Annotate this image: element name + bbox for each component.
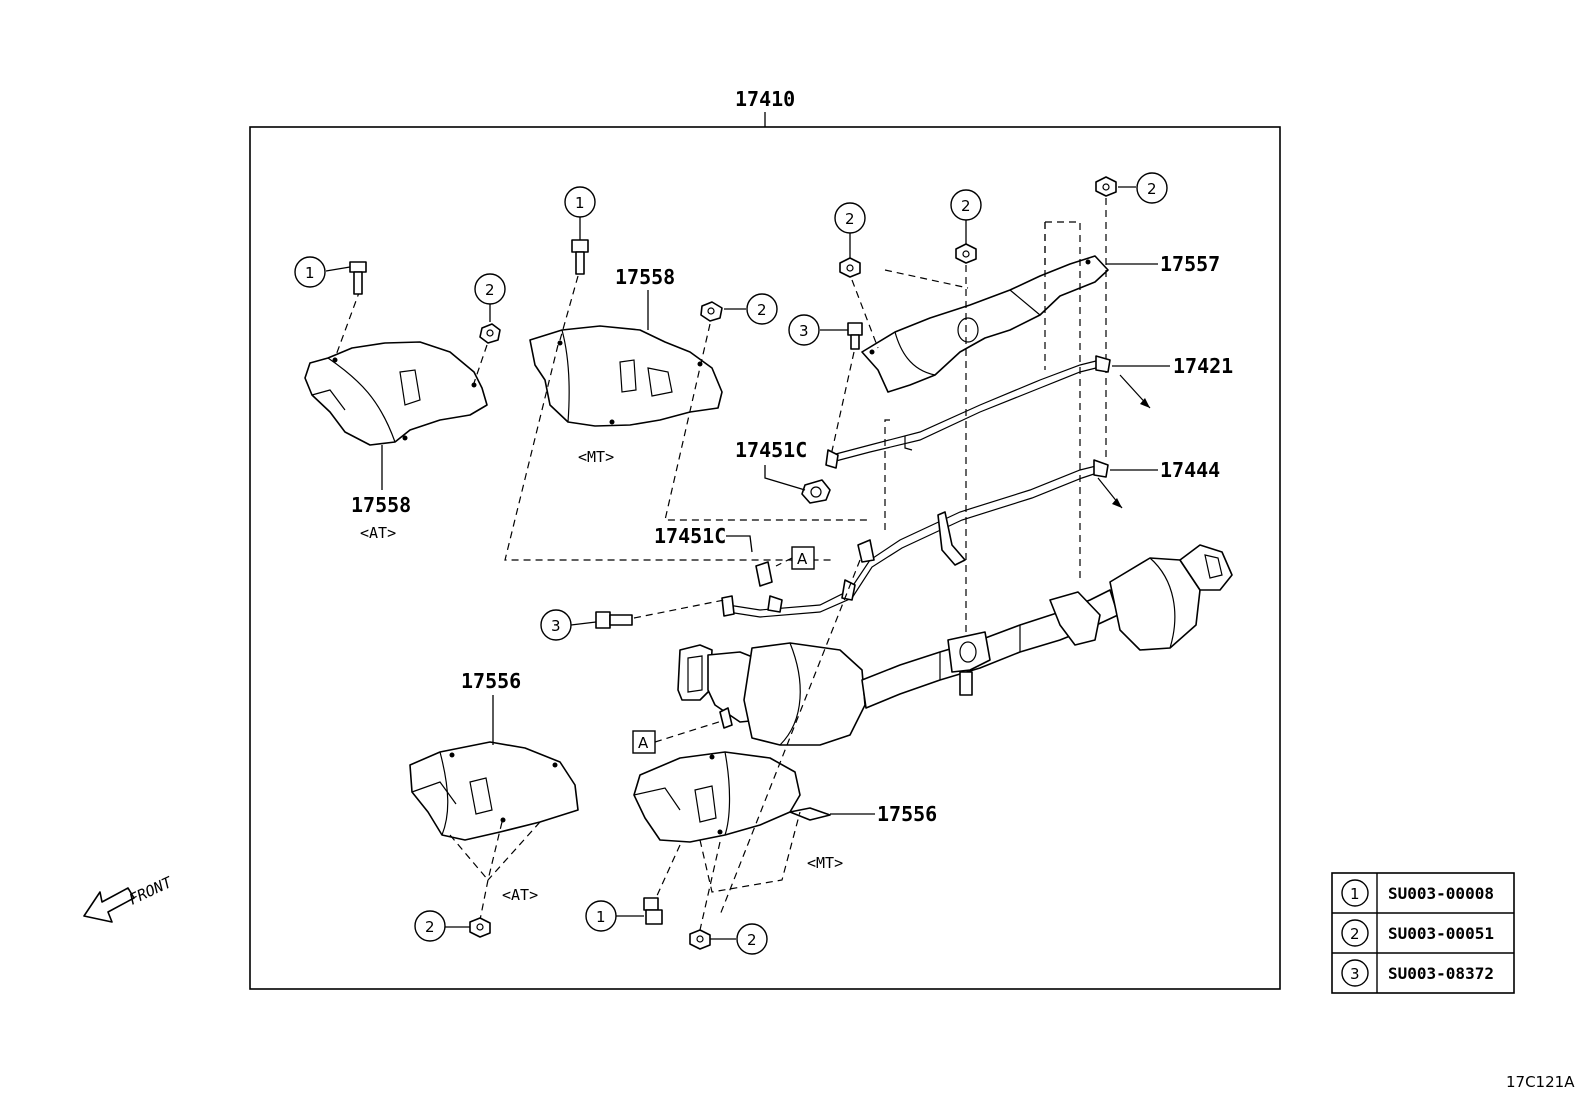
heat-insulator-mt-top: [529, 325, 723, 427]
legend-part-number: SU003-00008: [1388, 884, 1494, 903]
bolt-icon: [571, 239, 589, 275]
svg-text:1: 1: [1350, 885, 1360, 903]
label-17451c-lower: 17451C: [654, 524, 726, 548]
ref-box-a-lower: A: [632, 730, 656, 754]
svg-text:2: 2: [425, 918, 435, 936]
gasket-upper: [801, 479, 831, 504]
front-direction-arrow-icon: [83, 887, 135, 923]
svg-text:3: 3: [799, 322, 809, 340]
label-17451c-upper: 17451C: [735, 438, 807, 462]
svg-text:2: 2: [747, 931, 757, 949]
fastener-legend: 1 SU003-00008 2 SU003-00051 3 SU003-0837…: [1331, 872, 1515, 994]
svg-text:A: A: [797, 550, 808, 568]
label-17444: 17444: [1160, 458, 1220, 482]
svg-text:1: 1: [305, 264, 315, 282]
nut-icon: [1095, 176, 1117, 197]
bracket-upper: [825, 355, 1111, 469]
bolt-icon: [595, 611, 633, 629]
svg-text:2: 2: [1147, 180, 1157, 198]
bracket-lower: [721, 459, 1109, 618]
nut-icon: [469, 917, 491, 938]
label-17558-at: 17558: [351, 493, 411, 517]
heat-insulator-rear: [861, 255, 1109, 393]
legend-part-number: SU003-08372: [1388, 964, 1494, 983]
legend-row: 3 SU003-08372: [1341, 959, 1494, 987]
label-17556-at: 17556: [461, 669, 521, 693]
svg-text:2: 2: [485, 281, 495, 299]
label-17421: 17421: [1173, 354, 1233, 378]
assembly-frame: [249, 126, 1281, 990]
svg-text:3: 3: [551, 617, 561, 635]
heat-insulator-at-top: [304, 341, 488, 446]
svg-text:1: 1: [596, 908, 606, 926]
variant-at-bottom: <AT>: [502, 886, 538, 904]
svg-text:3: 3: [1350, 965, 1360, 983]
variant-at-top: <AT>: [360, 524, 396, 542]
front-label: FRONT: [126, 873, 175, 909]
svg-text:1: 1: [575, 194, 585, 212]
ref-callout-2: 2: [414, 910, 446, 942]
assembly-part-number: 17410: [735, 87, 795, 111]
label-17558-mt: 17558: [615, 265, 675, 289]
svg-text:2: 2: [757, 301, 767, 319]
ref-callout-1: 1: [585, 900, 617, 932]
exhaust-pipe-assembly: [677, 544, 1233, 746]
gasket-lower: [755, 561, 773, 587]
ref-callout-2: 2: [736, 923, 768, 955]
ref-callout-1: 1: [564, 186, 596, 218]
legend-part-number: SU003-00051: [1388, 924, 1494, 943]
svg-text:2: 2: [1350, 925, 1360, 943]
ref-callout-2: 2: [474, 273, 506, 305]
ref-callout-1: 1: [294, 256, 326, 288]
ref-box-a-upper: A: [791, 546, 815, 570]
svg-text:2: 2: [961, 197, 971, 215]
bolt-icon: [349, 261, 367, 295]
legend-row: 2 SU003-00051: [1341, 919, 1494, 947]
heat-insulator-mt-bottom: [633, 751, 831, 843]
svg-text:2: 2: [845, 210, 855, 228]
variant-mt-top: <MT>: [578, 448, 614, 466]
ref-callout-3: 3: [788, 314, 820, 346]
bolt-icon: [847, 322, 863, 350]
nut-icon: [839, 257, 861, 278]
variant-mt-bottom: <MT>: [807, 854, 843, 872]
ref-callout-2: 2: [1136, 172, 1168, 204]
nut-icon: [479, 323, 501, 344]
label-17557: 17557: [1160, 252, 1220, 276]
label-17556-mt: 17556: [877, 802, 937, 826]
illustration-code: 17C121A: [1506, 1073, 1575, 1091]
ref-callout-2: 2: [834, 202, 866, 234]
nut-icon: [955, 243, 977, 264]
ref-callout-2: 2: [746, 293, 778, 325]
ref-callout-3: 3: [540, 609, 572, 641]
svg-text:A: A: [638, 734, 649, 752]
nut-icon: [689, 929, 711, 950]
legend-row: 1 SU003-00008: [1341, 879, 1494, 907]
nut-icon: [700, 301, 723, 322]
ref-callout-2: 2: [950, 189, 982, 221]
bolt-icon: [643, 897, 663, 925]
heat-insulator-at-bottom: [409, 741, 579, 841]
